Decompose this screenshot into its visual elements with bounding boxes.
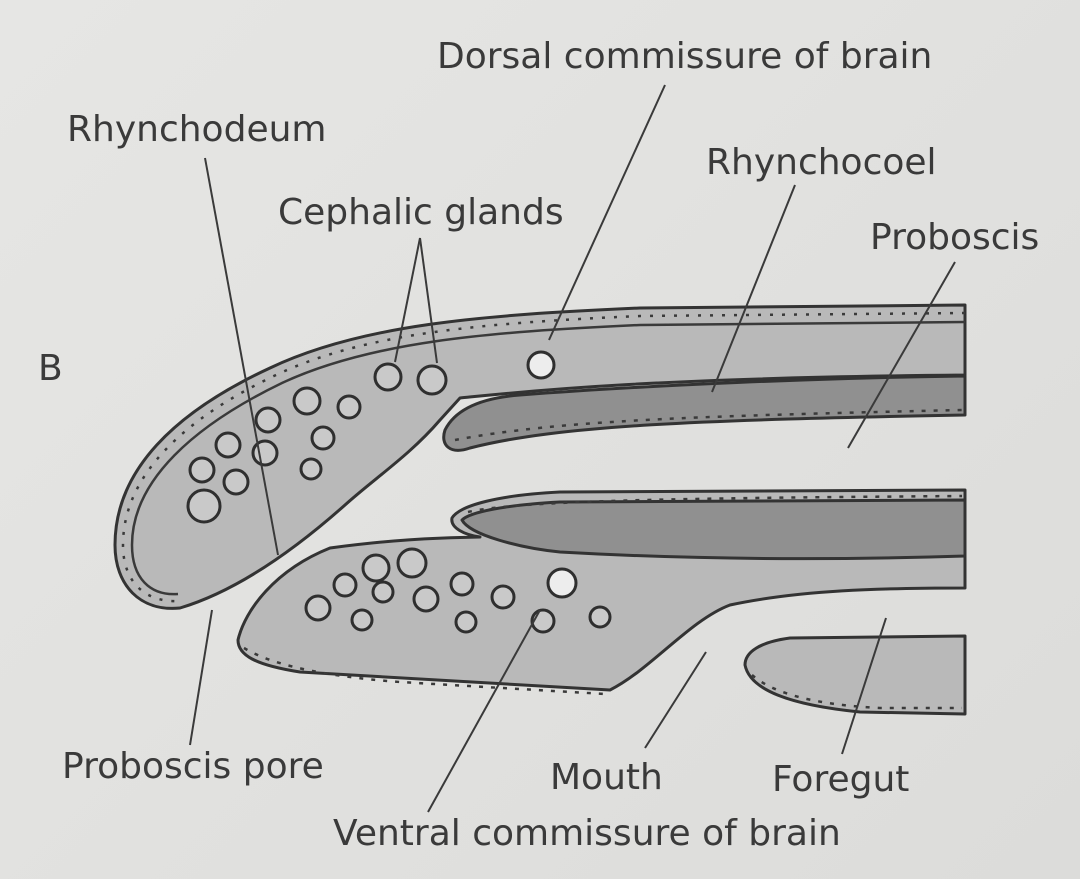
lower-epidermis bbox=[243, 646, 606, 696]
foregut-shape bbox=[743, 634, 967, 716]
label-ventral-commissure: Ventral commissure of brain bbox=[333, 813, 841, 854]
cephalic-glands-lower bbox=[304, 547, 612, 634]
label-rhynchodeum: Rhynchodeum bbox=[67, 109, 326, 150]
proboscis-shape bbox=[442, 374, 967, 452]
foregut-epidermis bbox=[751, 674, 962, 710]
rhynchocoel-epidermis bbox=[467, 494, 963, 514]
label-mouth: Mouth bbox=[550, 757, 663, 798]
label-rhynchocoel: Rhynchocoel bbox=[706, 142, 937, 183]
upper-epidermis bbox=[130, 320, 966, 596]
label-cephalic-glands: Cephalic glands bbox=[278, 192, 564, 233]
cephalic-glands-upper bbox=[186, 362, 448, 524]
label-foregut: Foregut bbox=[772, 759, 909, 800]
label-proboscis: Proboscis bbox=[870, 217, 1039, 258]
ventral-commissure-node bbox=[546, 567, 578, 599]
dorsal-commissure-node bbox=[526, 350, 556, 380]
proboscis-epidermis bbox=[454, 408, 963, 442]
leader-lines bbox=[189, 84, 956, 813]
panel-letter: B bbox=[38, 348, 63, 389]
label-proboscis-pore: Proboscis pore bbox=[62, 746, 324, 787]
rhynchocoel-cavity bbox=[460, 498, 967, 561]
upper-head-tissue bbox=[113, 303, 967, 610]
label-dorsal-commissure: Dorsal commissure of brain bbox=[437, 36, 932, 77]
